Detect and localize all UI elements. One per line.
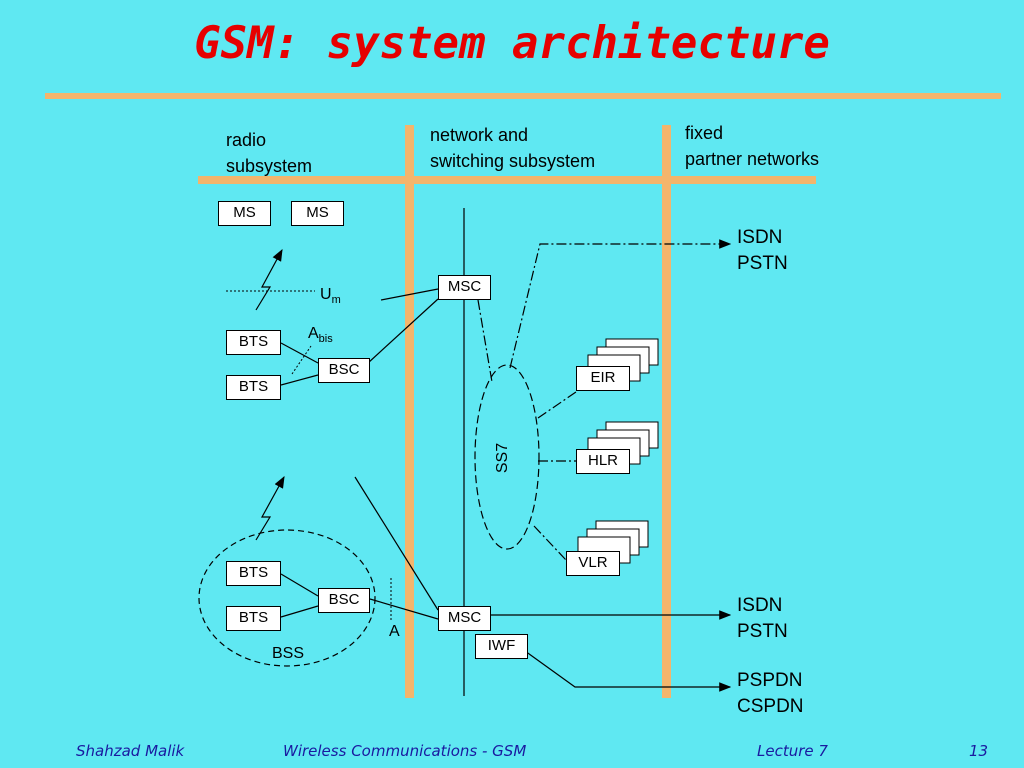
footer-course: Wireless Communications - GSM xyxy=(283,742,527,760)
footer-author: Shahzad Malik xyxy=(76,742,185,760)
isdn-top: ISDN xyxy=(737,227,783,248)
link-bsc-msc-bottom xyxy=(369,598,439,620)
link-bts3-bsc xyxy=(280,573,319,597)
msc-box-top: MSC xyxy=(438,275,491,300)
link-to-msc-bottom xyxy=(354,476,439,611)
um-label: Um xyxy=(320,282,341,313)
abis-interface-line xyxy=(291,345,312,375)
link-bsc-msc-top xyxy=(367,298,439,364)
separator-bar-right xyxy=(662,125,671,698)
bss-ellipse xyxy=(198,529,376,667)
footer-lecture: Lecture 7 xyxy=(757,742,828,760)
ss7-label: SS7 xyxy=(494,442,512,474)
vlr-box: VLR xyxy=(566,551,620,576)
external-isdn-pstn-top: ISDN PSTN xyxy=(737,225,788,277)
eir-box: EIR xyxy=(576,366,630,391)
heading-radio-subsystem: radio subsystem xyxy=(226,127,312,179)
bts-box-2: BTS xyxy=(226,375,281,400)
heading-fixed-networks: fixed partner networks xyxy=(685,120,819,172)
bts-box-1: BTS xyxy=(226,330,281,355)
footer-page-number: 13 xyxy=(969,742,989,760)
heading-network-subsystem: network and switching subsystem xyxy=(430,122,595,174)
pstn-bottom: PSTN xyxy=(737,621,788,642)
ms-box-1: MS xyxy=(218,201,271,226)
heading-network-line1: network and xyxy=(430,125,529,145)
pstn-top: PSTN xyxy=(737,253,788,274)
external-pspdn-cspdn: PSPDN CSPDN xyxy=(737,668,804,720)
abis-label-sub: bis xyxy=(318,333,333,346)
hlr-box: HLR xyxy=(576,449,630,474)
external-isdn-pstn-bottom: ISDN PSTN xyxy=(737,593,788,645)
um-label-main: U xyxy=(320,286,332,303)
a-label: A xyxy=(389,623,400,640)
ss7-ellipse xyxy=(474,364,540,550)
abis-label: Abis xyxy=(308,321,333,352)
link-msc-ss7 xyxy=(477,299,493,383)
bss-label: BSS xyxy=(272,645,305,662)
cspdn: CSPDN xyxy=(737,696,804,717)
link-ss7-vlr xyxy=(533,525,567,561)
radio-link-bottom xyxy=(255,475,285,541)
radio-link-top xyxy=(255,248,283,311)
link-bts4-bsc xyxy=(280,605,319,618)
heading-radio-line2: subsystem xyxy=(226,156,313,176)
bts-box-4: BTS xyxy=(226,606,281,631)
isdn-bottom: ISDN xyxy=(737,595,783,616)
link-msc-isdn-top xyxy=(509,239,732,369)
heading-network-line2: switching subsystem xyxy=(430,151,596,171)
abis-label-main: A xyxy=(308,325,319,342)
link-bts1-bsc xyxy=(280,342,319,364)
heading-fixed-line1: fixed xyxy=(685,123,724,143)
ms-box-2: MS xyxy=(291,201,344,226)
iwf-box: IWF xyxy=(475,634,528,659)
heading-fixed-line2: partner networks xyxy=(685,149,820,169)
bsc-box-bottom: BSC xyxy=(318,588,370,613)
link-iwf-pspdn xyxy=(524,650,732,692)
link-bts-msc-top xyxy=(380,288,439,301)
bts-box-3: BTS xyxy=(226,561,281,586)
um-label-sub: m xyxy=(331,294,341,307)
page-title: GSM: system architecture xyxy=(194,18,830,69)
link-ss7-eir xyxy=(537,391,577,419)
heading-radio-line1: radio xyxy=(226,130,267,150)
horizontal-bar xyxy=(198,176,816,184)
separator-bar-left xyxy=(405,125,414,698)
link-bts2-bsc xyxy=(280,374,319,386)
msc-box-bottom: MSC xyxy=(438,606,491,631)
title-underline xyxy=(45,93,1001,99)
pspdn: PSPDN xyxy=(737,670,803,691)
bsc-box-top: BSC xyxy=(318,358,370,383)
